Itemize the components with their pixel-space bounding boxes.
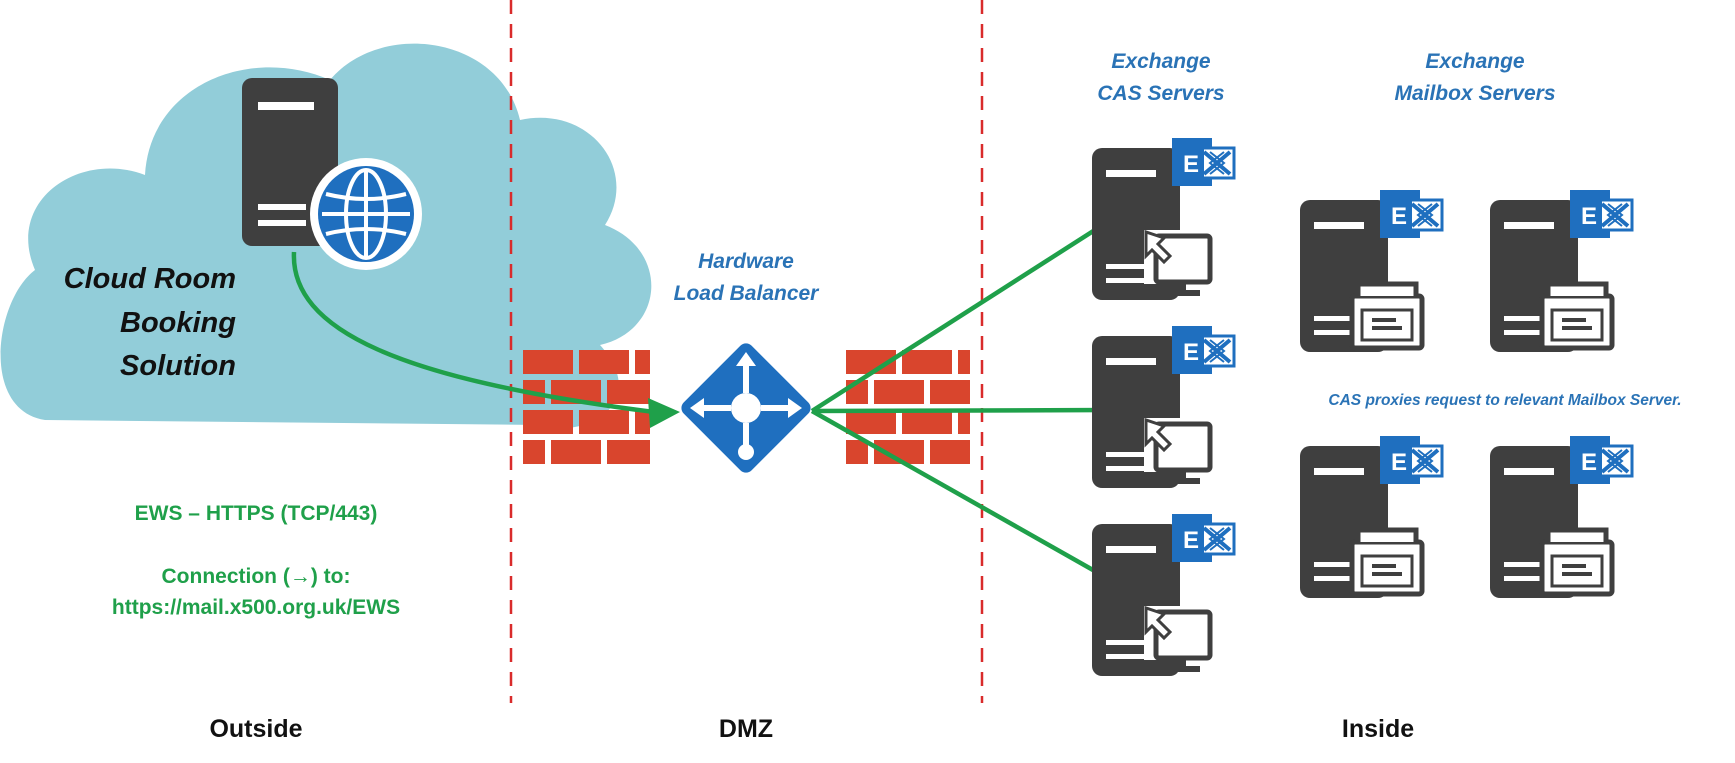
mailbox-server-3 [1300, 434, 1444, 598]
exchange-logo-icon [1170, 512, 1236, 564]
mailbox-icon [1542, 284, 1612, 348]
exchange-logo-icon [1568, 434, 1634, 486]
cloud-label-line3: Solution [120, 350, 236, 382]
exchange-logo-icon [1170, 136, 1236, 188]
zone-label-dmz: DMZ [719, 715, 773, 743]
exchange-logo-icon [1378, 188, 1444, 240]
firewall-inner-icon [846, 350, 970, 464]
cloud-label-line1: Cloud Room [64, 263, 236, 295]
exchange-logo-icon [1378, 434, 1444, 486]
mailbox-label-line2: Mailbox Servers [1394, 82, 1555, 105]
connection-url: https://mail.x500.org.uk/EWS [112, 596, 400, 619]
mailbox-server-2 [1490, 188, 1634, 352]
globe-icon [310, 158, 422, 270]
connection-arrows [291, 210, 1125, 589]
mailbox-icon [1352, 284, 1422, 348]
mailbox-server-1 [1300, 188, 1444, 352]
cas-proxy-note: CAS proxies request to relevant Mailbox … [1328, 392, 1681, 409]
cas-server-2 [1092, 324, 1236, 488]
protocol-label: EWS – HTTPS (TCP/443) [135, 502, 378, 525]
cas-server-3 [1092, 512, 1236, 676]
load-balancer-label-line2: Load Balancer [674, 282, 821, 305]
cloud-label-line2: Booking [120, 307, 236, 339]
mailbox-icon [1352, 530, 1422, 594]
exchange-logo-icon [1170, 324, 1236, 376]
mailbox-label-line1: Exchange [1425, 50, 1525, 73]
cas-label-line1: Exchange [1111, 50, 1211, 73]
arrowhead-icon [648, 398, 680, 428]
load-balancer-label-line1: Hardware [698, 250, 794, 273]
load-balancer-icon [681, 343, 811, 473]
exchange-logo-icon [1568, 188, 1634, 240]
mailbox-icon [1542, 530, 1612, 594]
mailbox-server-4 [1490, 434, 1634, 598]
zone-label-outside: Outside [209, 715, 302, 743]
connection-label: Connection (→) to: [162, 565, 351, 588]
cas-server-1 [1092, 136, 1236, 300]
zone-label-inside: Inside [1342, 715, 1414, 743]
cas-label-line2: CAS Servers [1097, 82, 1224, 105]
